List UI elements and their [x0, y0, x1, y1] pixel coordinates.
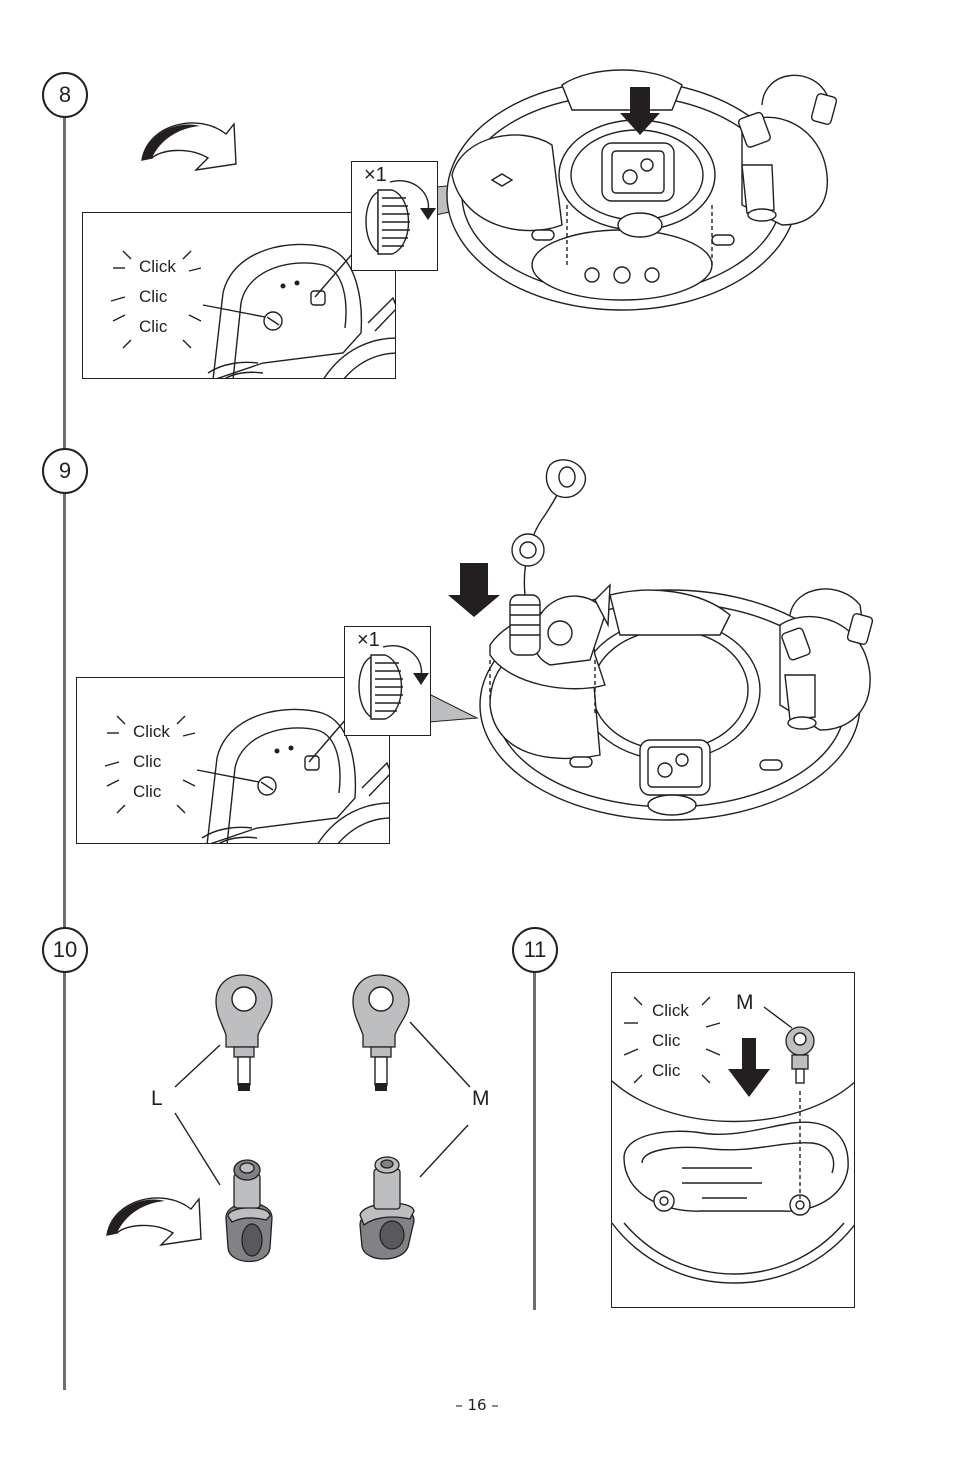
- detail-box-9: Click Clic Clic: [76, 677, 390, 844]
- step-number-10: 10: [42, 927, 88, 973]
- peg-label-m: M: [736, 991, 754, 1014]
- peg-label-l: L: [151, 1087, 163, 1110]
- flip-arrow-icon: [141, 122, 237, 172]
- click-sound-text: Click: [652, 1001, 689, 1020]
- step-line-main: [63, 110, 66, 1390]
- step-number-11: 11: [512, 927, 558, 973]
- flip-arrow-icon: [106, 1197, 202, 1247]
- quantity-label: ×1: [364, 164, 387, 186]
- peg-insert-detail: [612, 996, 854, 1284]
- clic-sound-text: Clic: [652, 1031, 681, 1050]
- quantity-label: ×1: [357, 629, 380, 651]
- knob-rotate-icon: [358, 645, 429, 720]
- clic-sound-text: Clic: [133, 782, 162, 801]
- seat-latch-detail: [104, 708, 389, 843]
- peg-m-top: [352, 974, 410, 1091]
- detail-box-11: Click Clic Clic M: [611, 972, 855, 1308]
- rotate-detail-9: ×1: [344, 626, 431, 736]
- detail-box-8: Click Clic Clic: [82, 212, 396, 379]
- peg-m-bottom: [359, 1156, 415, 1260]
- peg-l-top: [215, 974, 273, 1091]
- click-sound-text: Click: [139, 257, 176, 276]
- clic-sound-text: Clic: [652, 1061, 681, 1080]
- rotate-detail-8: ×1: [351, 161, 438, 271]
- knob-rotate-icon: [365, 180, 436, 255]
- clic-sound-text: Clic: [139, 317, 168, 336]
- clic-sound-text: Clic: [139, 287, 168, 306]
- page-number: – 16 –: [455, 1396, 499, 1414]
- peg-l-bottom: [225, 1159, 273, 1262]
- clic-sound-text: Clic: [133, 752, 162, 771]
- click-sound-text: Click: [133, 722, 170, 741]
- step-number-9: 9: [42, 448, 88, 494]
- step-line-11: [533, 970, 536, 1310]
- activity-center-step8: [446, 69, 838, 311]
- step-number-8: 8: [42, 72, 88, 118]
- seat-latch-detail: [110, 243, 395, 378]
- peg-label-m: M: [472, 1087, 490, 1110]
- activity-center-step9: [448, 459, 874, 821]
